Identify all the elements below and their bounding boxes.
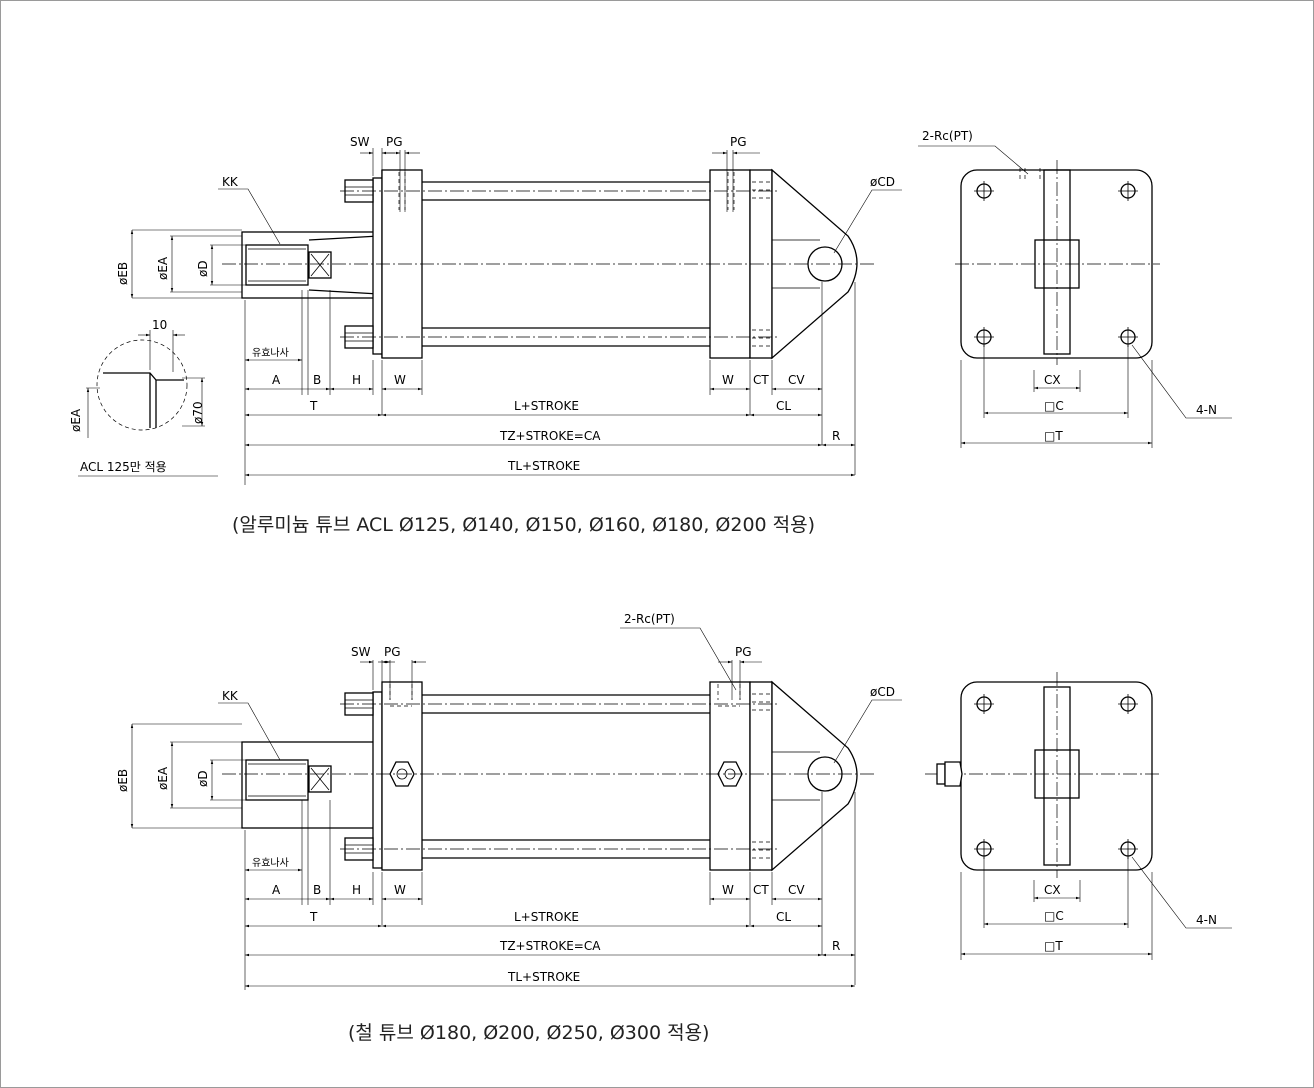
label-t: T [309,399,318,413]
label-sw: SW [351,645,371,659]
label-l-stroke: L+STROKE [514,399,579,413]
label-t-square: □T [1044,939,1063,953]
end-plate [960,681,1153,871]
head-plate [372,177,383,355]
label-c-square: □C [1044,909,1064,923]
label-pg: PG [384,645,401,659]
label-w: W [394,373,406,387]
label-tz: TZ+STROKE=CA [499,939,601,953]
label-pg: PG [735,645,752,659]
label-sw: SW [350,135,370,149]
label-pg: PG [386,135,403,149]
label-c-square: □C [1044,399,1064,413]
top-side-view [78,148,902,485]
label-cd: øCD [870,685,895,699]
label-cd: øCD [870,175,895,189]
detail-ea: øEA [69,408,83,432]
top-caption: (알루미늄 튜브 ACL Ø125, Ø140, Ø150, Ø160, Ø18… [232,514,815,536]
clevis [771,680,858,872]
label-pg: PG [730,135,747,149]
label-r: R [832,939,840,953]
label-eb: øEB [116,262,130,285]
top-end-view [918,145,1232,448]
tie-rods [422,181,710,347]
label-cl: CL [776,399,791,413]
bottom-caption: (철 튜브 Ø180, Ø200, Ø250, Ø300 적용) [348,1022,709,1044]
bottom-side-view [130,627,902,990]
label-w: W [394,883,406,897]
port-plug [944,761,963,787]
rod-taper [308,235,380,295]
label-ct: CT [753,883,769,897]
label-thread: 유효나사 [252,347,289,359]
top-labels: SW PG PG 2-Rc(PT) KK øCD øEB øEA øD 유효나사… [69,129,1217,536]
detail-note: ACL 125만 적용 [80,460,167,474]
label-l-stroke: L+STROKE [514,910,579,924]
detail-dim-70: ø70 [191,401,205,424]
label-w: W [722,373,734,387]
label-a: A [272,883,281,897]
label-r: R [832,429,840,443]
label-4n: 4-N [1196,403,1217,417]
label-cl: CL [776,910,791,924]
label-h: H [352,373,361,387]
label-ea: øEA [156,256,170,280]
detail-dim-10: 10 [152,318,167,332]
label-4n: 4-N [1196,913,1217,927]
bottom-labels: SW PG PG 2-Rc(PT) KK øCD øEB øEA øD 유효나사… [116,612,1217,1044]
label-ct: CT [753,373,769,387]
label-b: B [313,373,321,387]
label-kk: KK [222,175,239,189]
label-a: A [272,373,281,387]
label-cv: CV [788,883,805,897]
bottom-end-view [925,672,1232,960]
label-port: 2-Rc(PT) [624,612,675,626]
label-eb: øEB [116,769,130,792]
label-h: H [352,883,361,897]
label-thread: 유효나사 [252,857,289,869]
label-w: W [722,883,734,897]
label-cx: CX [1044,373,1061,387]
label-cx: CX [1044,883,1061,897]
label-kk: KK [222,689,239,703]
label-tz: TZ+STROKE=CA [499,429,601,443]
rod-thread [245,244,309,286]
label-b: B [313,883,321,897]
label-tl: TL+STROKE [507,459,580,473]
head-plate [372,691,383,869]
rod-thread [245,759,309,801]
label-tl: TL+STROKE [507,970,580,984]
label-port: 2-Rc(PT) [922,129,973,143]
label-d: øD [196,770,210,787]
label-cv: CV [788,373,805,387]
clevis [771,168,858,360]
label-t-square: □T [1044,429,1063,443]
label-t: T [309,910,318,924]
detail-circle [96,339,188,431]
label-ea: øEA [156,766,170,790]
label-d: øD [196,260,210,277]
